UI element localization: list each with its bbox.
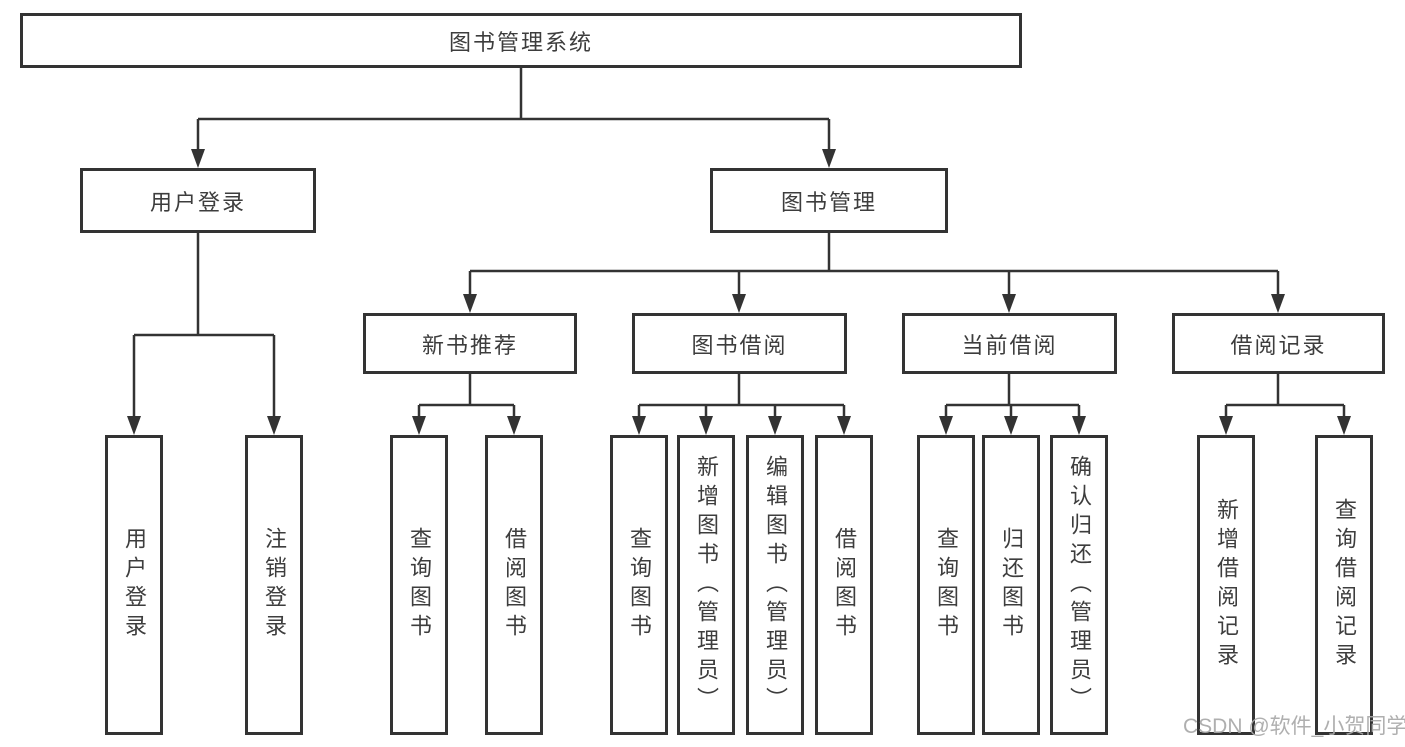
leaf-borrow-books: 借阅图书 [815, 435, 873, 735]
node-book-borrow: 图书借阅 [632, 313, 847, 374]
leaf-user-login: 用户登录 [105, 435, 163, 735]
leaf-query-borrow-record: 查询借阅记录 [1315, 435, 1373, 735]
node-new-book-recommend: 新书推荐 [363, 313, 577, 374]
leaf-confirm-return-admin: 确认归还（管理员） [1050, 435, 1108, 735]
node-borrow-records: 借阅记录 [1172, 313, 1385, 374]
leaf-logout: 注销登录 [245, 435, 303, 735]
leaf-query-books-recommend: 查询图书 [390, 435, 448, 735]
leaf-return-book: 归还图书 [982, 435, 1040, 735]
node-book-management: 图书管理 [710, 168, 948, 233]
leaf-add-book-admin: 新增图书（管理员） [677, 435, 735, 735]
node-current-borrow: 当前借阅 [902, 313, 1117, 374]
leaf-add-borrow-record: 新增借阅记录 [1197, 435, 1255, 735]
csdn-watermark: CSDN @软件_小贺同学 [1183, 715, 1405, 738]
leaf-query-books-current: 查询图书 [917, 435, 975, 735]
node-user-login: 用户登录 [80, 168, 316, 233]
arrowheads [127, 149, 1351, 435]
leaf-edit-book-admin: 编辑图书（管理员） [746, 435, 804, 735]
leaf-borrow-books-recommend: 借阅图书 [485, 435, 543, 735]
node-root: 图书管理系统 [20, 13, 1022, 68]
leaf-query-books-borrow: 查询图书 [610, 435, 668, 735]
